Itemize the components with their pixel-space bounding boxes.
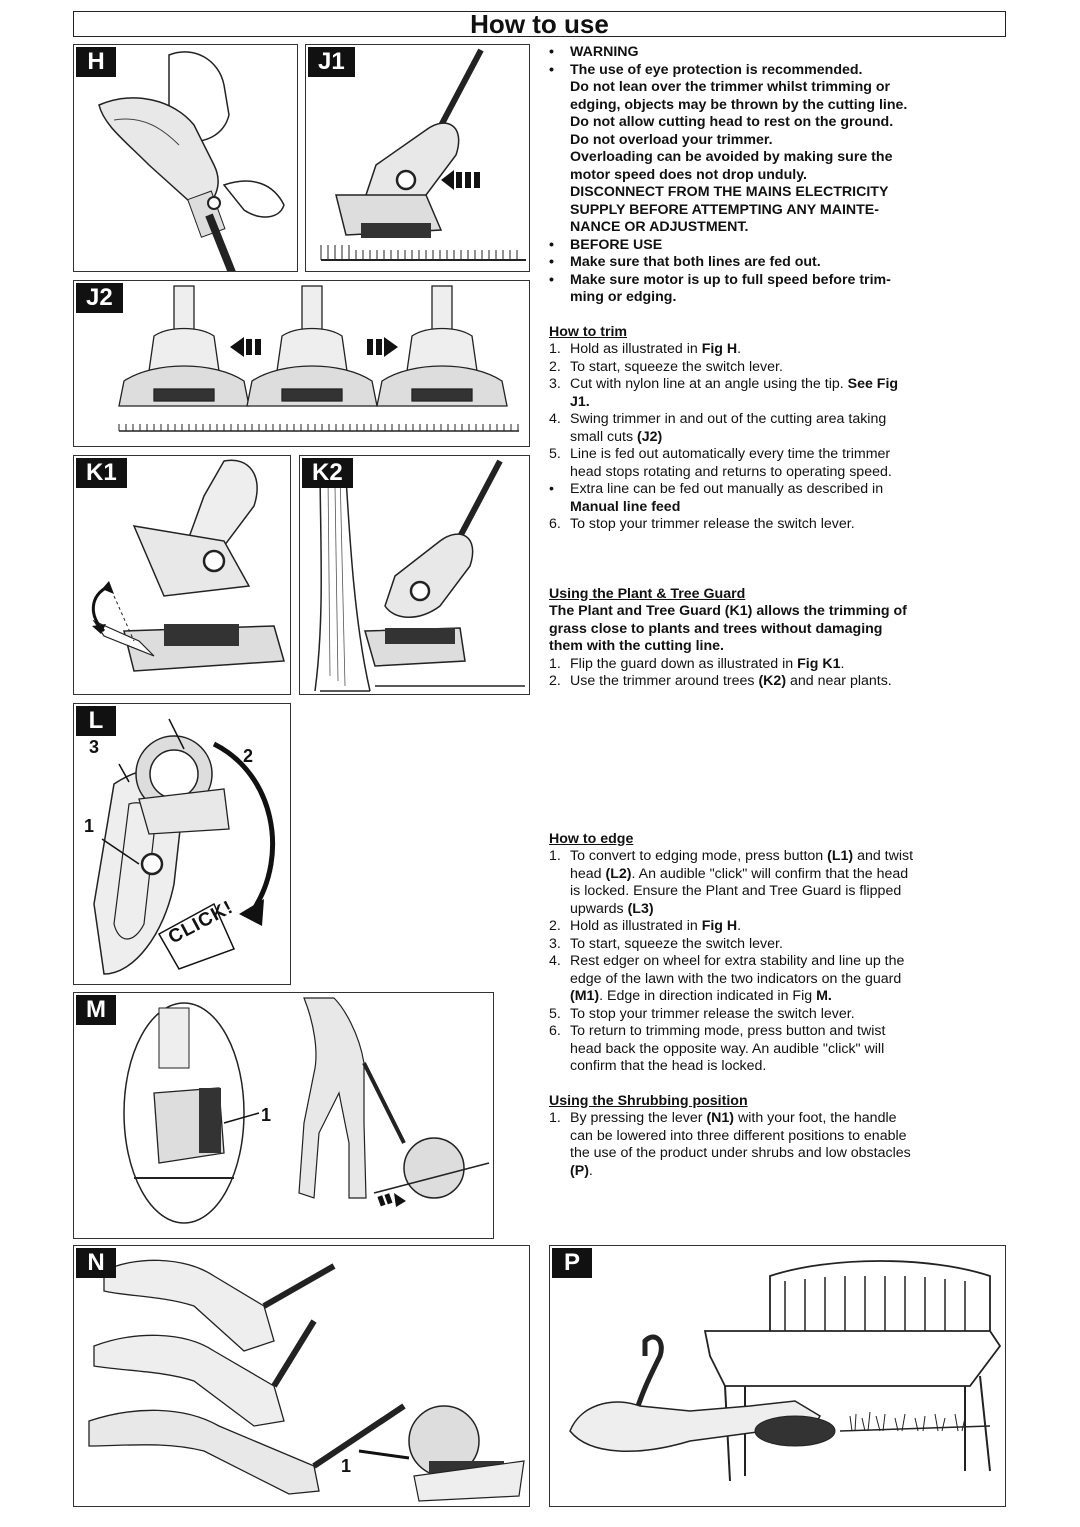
list-item: 3.To start, squeeze the switch lever.	[549, 935, 783, 952]
warning-item: •The use of eye protection is recommende…	[549, 61, 863, 78]
list-item: 6. To return to trimming mode, press but…	[549, 1023, 886, 1074]
figure-h-label: H	[76, 47, 116, 77]
callout-l3: 3	[89, 737, 100, 757]
figure-k2-label: K2	[302, 458, 353, 488]
warning-heading: •WARNING	[549, 44, 639, 60]
figure-m: M 1	[73, 992, 494, 1239]
figure-l-label: L	[76, 706, 116, 736]
list-item: 2.To start, squeeze the switch lever.	[549, 358, 783, 375]
figure-k2-drawing	[314, 459, 525, 692]
shrubbing-heading: Using the Shrubbing position	[549, 1092, 748, 1109]
before-use-item: •Make sure that both lines are fed out.	[549, 254, 821, 270]
title-bar: How to use	[73, 11, 1006, 37]
list-item: 1.Hold as illustrated in Fig H.	[549, 341, 742, 357]
figure-p-label: P	[552, 1248, 592, 1278]
figure-l-drawing	[93, 718, 276, 975]
list-item: 5.Line is fed out automatically every ti…	[549, 446, 892, 480]
list-item: •Extra line can be fed out manually as d…	[549, 481, 884, 515]
figure-n-label: N	[76, 1248, 116, 1278]
plant-guard-heading: Using the Plant & Tree Guard	[549, 585, 746, 602]
warning-text: Do not lean over the trimmer whilst trim…	[570, 79, 908, 235]
direction-arrow-icon	[377, 1193, 406, 1207]
callout-n1: 1	[341, 1456, 352, 1476]
how-to-edge-heading: How to edge	[549, 830, 634, 847]
figure-j1-label: J1	[308, 47, 355, 77]
figure-k1: K1	[73, 455, 291, 695]
figure-j2-drawing	[118, 285, 519, 432]
figure-n: N 1	[73, 1245, 530, 1507]
before-use-item: •Make sure motor is up to full speed bef…	[549, 271, 891, 306]
arrow-left-icon	[230, 337, 261, 357]
figure-j2-label: J2	[76, 283, 123, 313]
arrow-right-icon	[367, 337, 398, 357]
figure-k2: K2	[299, 455, 530, 695]
figure-k1-drawing	[91, 459, 285, 672]
page-title: How to use	[470, 9, 609, 39]
figure-p: P	[549, 1245, 1006, 1507]
instructions-column: •WARNING •The use of eye protection is r…	[549, 44, 1011, 1180]
list-item: 4.Swing trimmer in and out of the cuttin…	[549, 411, 887, 445]
figure-m-label: M	[76, 995, 116, 1025]
figure-j1-drawing	[320, 48, 526, 261]
figure-h-drawing	[98, 51, 285, 271]
list-item: 3.Cut with nylon line at an angle using …	[549, 376, 899, 410]
list-item: 4. Rest edger on wheel for extra stabili…	[549, 953, 905, 1004]
list-item: 1. By pressing the lever (N1) with your …	[549, 1110, 911, 1179]
list-item: 1.Flip the guard down as illustrated in …	[549, 655, 845, 672]
list-item: 5.To stop your trimmer release the switc…	[549, 1005, 855, 1022]
list-item: 1. To convert to edging mode, press butt…	[549, 848, 914, 917]
callout-l2: 2	[243, 746, 254, 766]
figure-k1-label: K1	[76, 458, 127, 488]
how-to-trim-heading: How to trim	[549, 323, 628, 340]
figure-p-drawing	[569, 1260, 1002, 1482]
before-use-heading: •BEFORE USE	[549, 236, 663, 253]
plant-guard-intro: The Plant and Tree Guard (K1) allows the…	[549, 603, 907, 654]
figure-n-drawing	[88, 1259, 525, 1502]
list-item: 2.Use the trimmer around trees (K2) and …	[549, 673, 892, 689]
callout-m1: 1	[261, 1105, 272, 1125]
figure-j1: J1	[305, 44, 530, 272]
list-item: 2.Hold as illustrated in Fig H.	[549, 918, 742, 934]
direction-arrow-icon	[441, 170, 480, 190]
list-item: 6.To stop your trimmer release the switc…	[549, 516, 855, 532]
figure-h: H	[73, 44, 298, 272]
figure-l: L 3 2 1 CLICK!	[73, 703, 291, 985]
figure-j2: J2	[73, 280, 530, 447]
callout-l1: 1	[84, 816, 95, 836]
figure-m-drawing	[123, 997, 490, 1224]
